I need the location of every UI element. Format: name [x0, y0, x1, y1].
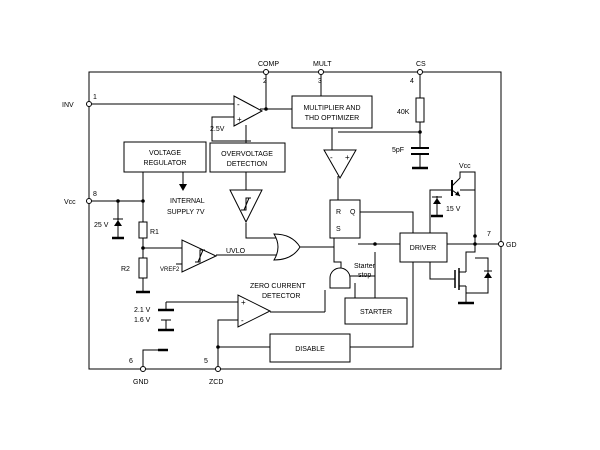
and-gate: [329, 267, 351, 289]
vref2-label: VREF2: [160, 267, 180, 273]
pin-cs-number: 4: [410, 78, 414, 85]
pin-cs-name: CS: [416, 61, 426, 68]
voltage-regulator-line-1: VOLTAGE: [149, 150, 181, 157]
upper-transistor: [451, 177, 461, 197]
pin-zcd-marker: [215, 366, 221, 372]
driver-label: DRIVER: [410, 245, 436, 252]
voltage-regulator-line-2: REGULATOR: [144, 160, 187, 167]
junctions: [116, 107, 477, 349]
pin-cs-marker: [417, 69, 423, 75]
pin-gd-number: 7: [487, 231, 491, 238]
pin-gnd-name: GND: [133, 379, 149, 386]
resistor-r2-label: R2: [121, 266, 130, 273]
driver-block: [399, 232, 448, 263]
pin-zcd-name: ZCD: [209, 379, 223, 386]
uvlo-comparator: [181, 239, 218, 273]
error-amp-minus: -: [237, 100, 240, 109]
flip-flop-q: Q: [350, 209, 356, 216]
overvoltage-line-1: OVERVOLTAGE: [221, 151, 273, 158]
pin-markers: [86, 69, 504, 372]
starter-block: [344, 297, 408, 325]
zero-current-comparator: + -: [237, 294, 272, 328]
starter-label: STARTER: [360, 309, 392, 316]
pin-vcc-number: 8: [93, 191, 97, 198]
pin-comp-name: COMP: [258, 61, 279, 68]
zcd-comparator-plus: +: [241, 298, 246, 307]
pin-gd-name: GD: [506, 242, 517, 249]
resistor-r1-label: R1: [150, 229, 159, 236]
disable-block: [269, 333, 351, 363]
pin-vcc-marker: [86, 198, 92, 204]
reference-2v5-label: 2.5V: [210, 126, 225, 133]
pin-vcc-name: Vcc: [64, 199, 76, 206]
zener-15v: [431, 196, 443, 218]
current-comparator-minus: -: [330, 153, 333, 162]
pin-gnd-marker: [140, 366, 146, 372]
capacitor-5pf: [411, 147, 429, 170]
zener-15v-label: 15 V: [446, 206, 461, 213]
voltage-regulator-block: [123, 141, 207, 173]
driver-vcc-label: Vcc: [459, 163, 471, 170]
pin-gnd-number: 6: [129, 358, 133, 365]
pin-inv-marker: [86, 101, 92, 107]
pin-comp-number: 2: [263, 78, 267, 85]
multiplier-block: [291, 95, 373, 129]
pin-comp-marker: [263, 69, 269, 75]
zcd-comparator-minus: -: [241, 316, 244, 325]
zero-current-line-1: ZERO CURRENT: [250, 283, 306, 290]
pin-inv-number: 1: [93, 94, 97, 101]
lower-mosfet: [454, 265, 492, 305]
current-comparator-plus: +: [345, 153, 350, 162]
threshold-reference: [158, 308, 174, 332]
internal-supply-line-2: SUPPLY 7V: [167, 209, 205, 216]
internal-supply-line-1: INTERNAL: [170, 198, 205, 205]
capacitor-5pf-label: 5pF: [392, 147, 404, 154]
zener-25v-label: 25 V: [94, 222, 109, 229]
multiplier-line-2: THD OPTIMIZER: [305, 115, 359, 122]
pin-mult-name: MULT: [313, 61, 332, 68]
current-comparator: - +: [323, 149, 357, 180]
pin-mult-marker: [318, 69, 324, 75]
pin-zcd-number: 5: [204, 358, 208, 365]
overvoltage-comparator: [229, 189, 263, 224]
resistor-r2: [138, 257, 148, 279]
internal-supply-arrow-icon: [179, 184, 187, 191]
overvoltage-detection-block: [209, 142, 286, 173]
zero-current-line-2: DETECTOR: [262, 293, 300, 300]
flip-flop-s: S: [336, 226, 341, 233]
threshold-low: 1.6 V: [134, 317, 151, 324]
starter-stop-line-2: stop: [358, 272, 371, 279]
resistor-r1: [138, 221, 148, 239]
threshold-high: 2.1 V: [134, 307, 151, 314]
resistor-40k: [415, 97, 425, 123]
pin-inv-name: INV: [62, 102, 74, 109]
pin-gd-marker: [498, 241, 504, 247]
disable-label: DISABLE: [295, 346, 325, 353]
rs-flip-flop: [329, 199, 361, 239]
uvlo-label: UVLO: [226, 248, 246, 255]
wires: [89, 72, 501, 369]
resistor-40k-label: 40K: [397, 109, 410, 116]
error-amp-plus: +: [237, 115, 242, 124]
multiplier-line-1: MULTIPLIER AND: [303, 105, 360, 112]
flip-flop-r: R: [336, 209, 341, 216]
overvoltage-line-2: DETECTION: [227, 161, 267, 168]
starter-stop-line-1: Starter: [354, 263, 376, 270]
or-gate: [273, 233, 301, 261]
error-amplifier: - +: [233, 95, 264, 127]
pin-mult-number: 3: [318, 78, 322, 85]
zener-25v: [112, 218, 124, 240]
ic-outline: [88, 71, 502, 370]
